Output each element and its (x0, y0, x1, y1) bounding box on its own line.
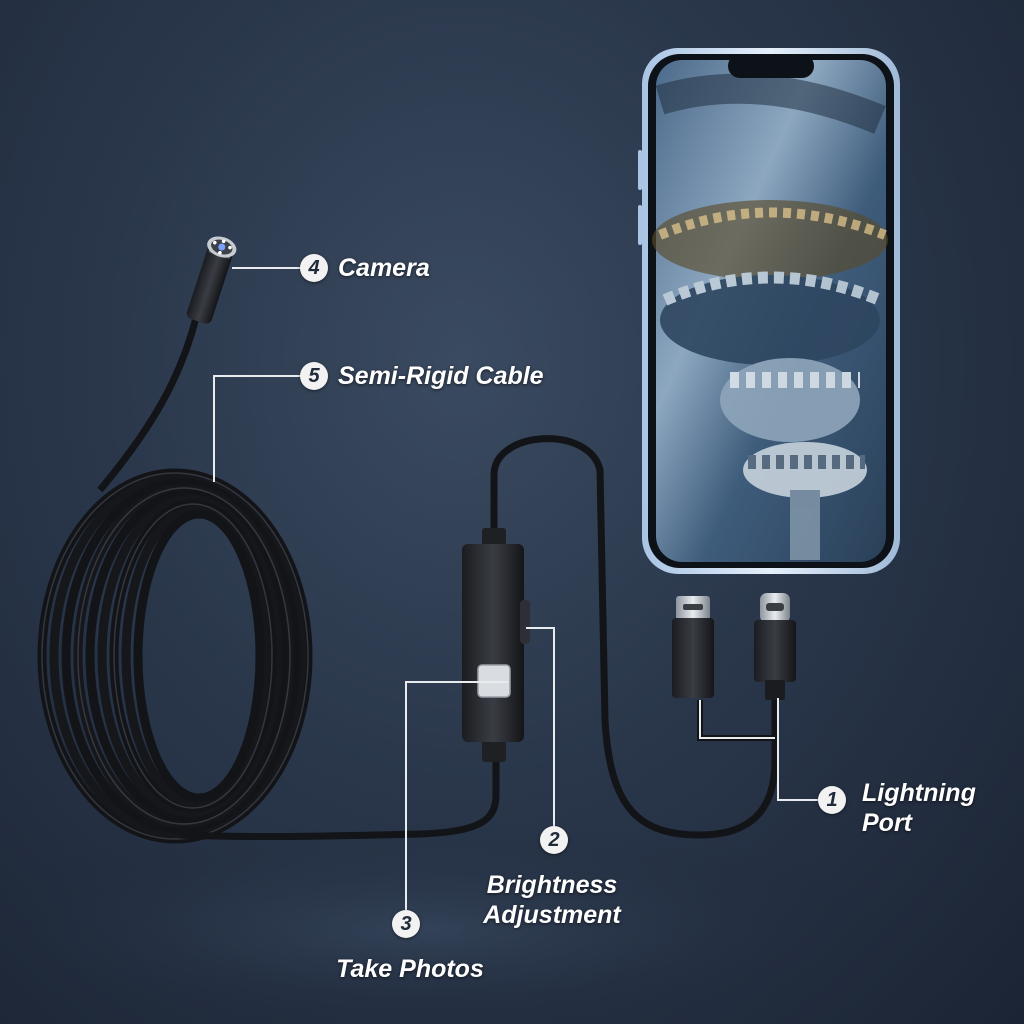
callout-label-cable: Semi-Rigid Cable (338, 362, 544, 390)
coil-highlights (41, 472, 309, 840)
callout-number-badge: 2 (540, 826, 568, 854)
gear-image (652, 73, 888, 560)
coiled-cable (37, 468, 313, 844)
usb-c-plug-icon (754, 593, 796, 700)
callout-brightness: 2 (540, 826, 568, 854)
smartphone (638, 48, 900, 574)
callout-photos: 3 (392, 910, 420, 938)
callout-label-brightness-line2: Adjustment (483, 901, 621, 929)
callout-port: 1 Lightning Port (818, 778, 976, 838)
cable-to-camera (97, 317, 200, 493)
callout-number-badge: 4 (300, 254, 328, 282)
cable-branch (697, 700, 775, 741)
cable-loop-to-plugs (490, 435, 779, 839)
controller-module (462, 528, 530, 762)
callout-camera: 4 Camera (300, 253, 430, 283)
leader-lines (213, 267, 818, 910)
callout-number-badge: 5 (300, 362, 328, 390)
callout-label-camera: Camera (338, 254, 430, 282)
callout-number-badge: 1 (818, 786, 846, 814)
floor-reflection (0, 820, 900, 1024)
brightness-wheel-icon (520, 600, 530, 644)
callout-cable: 5 Semi-Rigid Cable (300, 361, 544, 391)
callout-label-brightness-line1: Brightness (486, 871, 618, 899)
cable-coil-to-controller (179, 762, 500, 841)
callout-number-badge: 3 (392, 910, 420, 938)
camera-lens-icon (186, 236, 237, 324)
micro-usb-plug-icon (672, 596, 714, 698)
callout-label-port-line2: Port (862, 809, 912, 837)
callout-label-photos: Take Photos (336, 955, 484, 983)
callout-label-port-line1: Lightning (862, 779, 976, 807)
phone-notch (728, 54, 814, 78)
callout-label-port: Lightning Port (862, 778, 976, 838)
callout-label-brightness: Brightness Adjustment (462, 870, 642, 930)
